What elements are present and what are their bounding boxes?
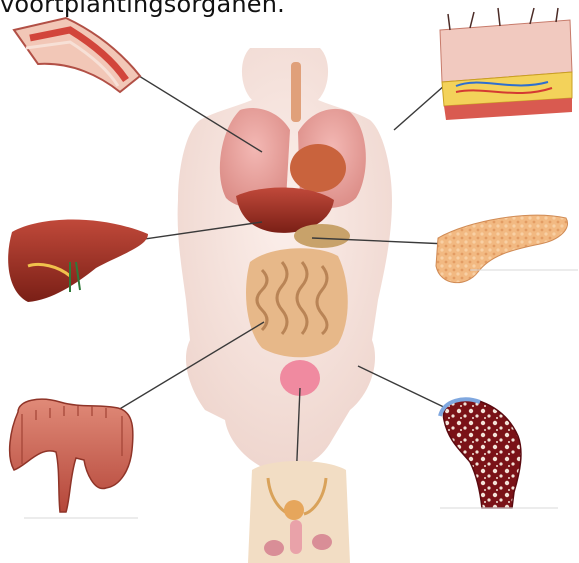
heart bbox=[290, 144, 346, 192]
blood-vessel-icon bbox=[14, 18, 140, 92]
reproductive-organs-icon bbox=[248, 461, 350, 563]
skin-section-icon bbox=[440, 8, 572, 120]
liver-icon bbox=[8, 220, 148, 303]
body-stomach bbox=[294, 224, 350, 248]
small-intestine bbox=[246, 248, 348, 357]
large-intestine-icon bbox=[10, 399, 133, 512]
pancreas-icon bbox=[436, 215, 568, 282]
bone-icon bbox=[440, 399, 521, 508]
trachea bbox=[291, 62, 301, 122]
